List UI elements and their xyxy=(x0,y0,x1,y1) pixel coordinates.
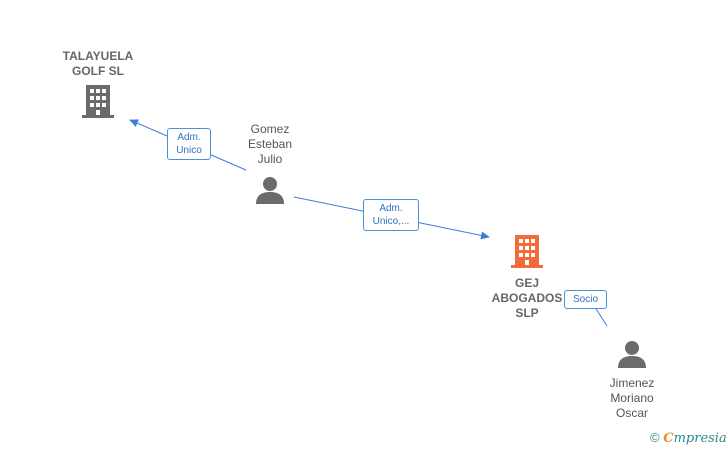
person-icon xyxy=(256,177,284,204)
empresia-logo: © Cmpresia xyxy=(650,430,727,446)
brand-initial: C xyxy=(663,431,674,446)
node-label: TALAYUELA GOLF SL xyxy=(62,49,134,78)
node-label: GEJ ABOGADOS SLP xyxy=(491,276,563,320)
relation-label-socio[interactable]: Socio xyxy=(564,290,607,309)
relation-label-adm-unico-more[interactable]: Adm. Unico,... xyxy=(363,199,419,231)
node-gomez-esteban-julio[interactable]: Gomez Esteban Julio xyxy=(232,122,308,210)
building-icon xyxy=(82,85,114,118)
node-label: Jimenez Moriano Oscar xyxy=(609,376,655,420)
building-icon xyxy=(511,235,543,268)
node-gej-abogados[interactable]: GEJ ABOGADOS SLP xyxy=(477,233,577,321)
person-icon xyxy=(618,341,646,368)
node-talayuela-golf[interactable]: TALAYUELA GOLF SL xyxy=(48,49,148,124)
relation-label-adm-unico[interactable]: Adm. Unico xyxy=(167,128,211,160)
node-label: Gomez Esteban Julio xyxy=(247,122,293,166)
copyright-symbol: © xyxy=(650,430,660,445)
node-jimenez-moriano-oscar[interactable]: Jimenez Moriano Oscar xyxy=(594,339,670,421)
brand-name: mpresia xyxy=(673,431,727,446)
